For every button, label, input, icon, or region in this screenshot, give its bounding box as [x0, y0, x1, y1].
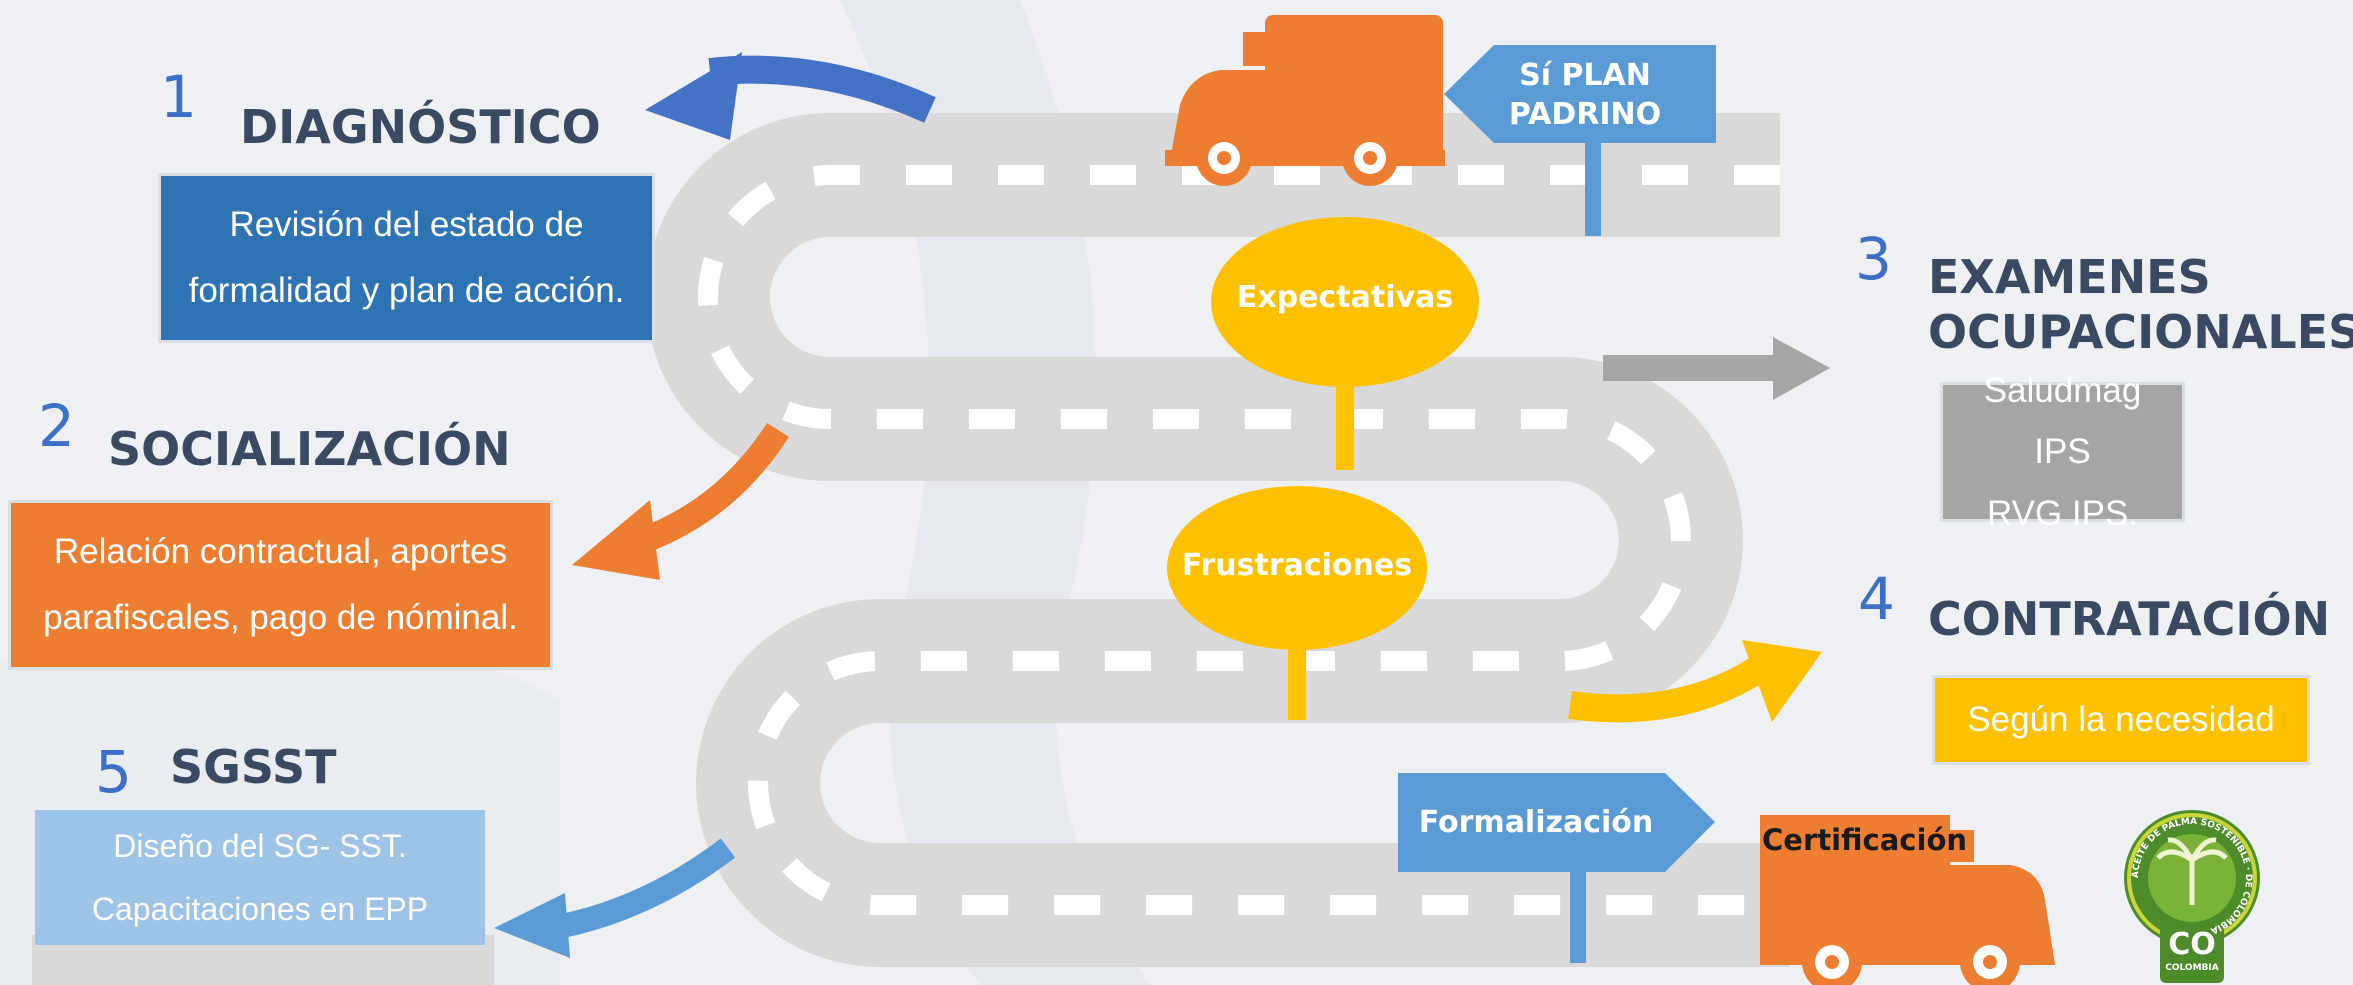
step-3-title: EXAMENES OCUPACIONALES: [1928, 250, 2353, 360]
truck-certificacion-label: Certificación: [1762, 823, 1968, 857]
step-4-number: 4: [1858, 565, 1895, 633]
step-4-box: Según la necesidad: [1932, 675, 2310, 765]
step-1-box: Revisión del estado de formalidad y plan…: [158, 173, 655, 343]
oval-frustraciones: [1167, 486, 1427, 720]
sign-plan-padrino: [1444, 45, 1716, 236]
arrow-to-diagnostico: [645, 52, 936, 140]
step-2-box: Relación contractual, aportes parafiscal…: [8, 500, 553, 670]
arrow-to-examenes: [1603, 337, 1830, 400]
arrow-to-sgsst: [494, 838, 736, 958]
sign-formalizacion: [1398, 773, 1715, 963]
step-5-number: 5: [95, 738, 132, 806]
badge-code: CO: [2168, 927, 2216, 962]
oval-frustraciones-label: Frustraciones: [1181, 548, 1413, 583]
step-1-title: DIAGNÓSTICO: [240, 100, 601, 154]
step-1-number: 1: [160, 63, 197, 131]
oval-expectativas: [1211, 217, 1479, 470]
arrow-to-socializacion: [572, 422, 789, 580]
arrow-to-contratacion: [1568, 640, 1822, 723]
step-3-box: Saludmag IPS RVG IPS.: [1940, 371, 2185, 533]
sign-plan-padrino-label: Sí PLAN PADRINO: [1508, 58, 1662, 132]
step-5-box: Diseño del SG- SST. Capacitaciones en EP…: [35, 810, 485, 945]
step-4-title: CONTRATACIÓN: [1928, 592, 2331, 646]
palm-oil-seal-icon: [2124, 810, 2260, 983]
step-3-number: 3: [1855, 225, 1892, 293]
step-2-number: 2: [38, 392, 75, 460]
step-2-title: SOCIALIZACIÓN: [108, 422, 511, 476]
oval-expectativas-label: Expectativas: [1236, 280, 1454, 315]
badge-country: COLOMBIA: [2165, 963, 2219, 973]
sign-formalizacion-label: Formalización: [1418, 805, 1654, 840]
truck-start-icon: [1165, 15, 1445, 186]
step-5-title: SGSST: [170, 740, 337, 794]
truck-end-icon: [1760, 815, 2055, 985]
